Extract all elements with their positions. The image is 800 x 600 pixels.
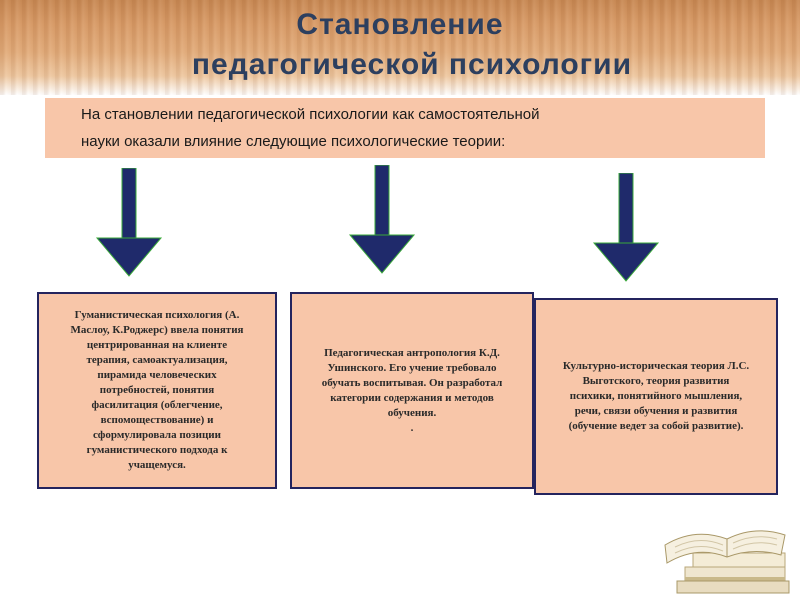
down-arrow-icon-2 [348,165,416,274]
theory-box-humanistic: Гуманистическая психология (А. Маслоу, К… [37,292,277,489]
down-arrow-icon-1 [95,168,163,277]
down-arrow-icon-3 [592,173,660,282]
intro-line1: На становлении педагогической психологии… [81,106,540,123]
intro-box: На становлении педагогической психологии… [45,98,765,158]
wood-header-background [0,0,800,95]
theory-box-anthropology: Педагогическая антропология К.Д. Ушинско… [290,292,534,489]
intro-line2: науки оказали влияние следующие психолог… [81,133,506,150]
slide-title-line1: Становление [296,8,504,41]
slide-title-line2: педагогической психологии [191,48,633,81]
books-icon [664,530,790,594]
theory-box-cultural-historical: Культурно-историческая теория Л.С. Выгот… [534,298,778,495]
